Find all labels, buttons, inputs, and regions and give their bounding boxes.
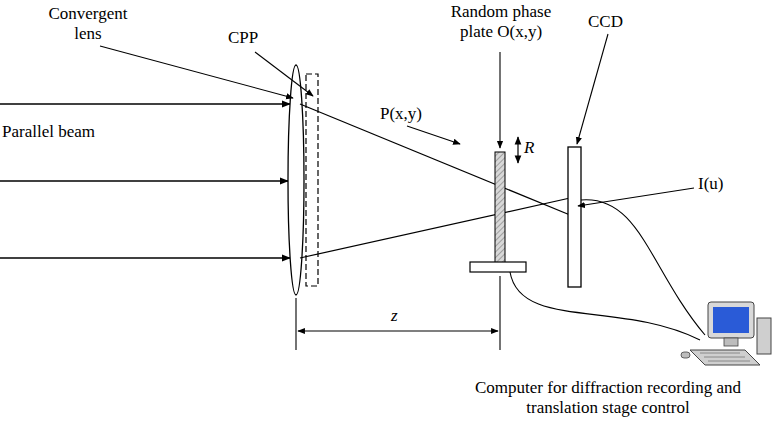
z-dimension xyxy=(296,276,500,350)
part-label: CCD xyxy=(588,12,638,32)
caption-note: Computer for diffraction recording and t… xyxy=(448,378,768,417)
part-label: Convergent lens xyxy=(42,4,134,43)
leader-lines xyxy=(100,34,694,206)
dimension-label: R xyxy=(524,138,544,158)
beam-label: Parallel beam xyxy=(2,122,122,142)
shift-arrow xyxy=(517,137,518,163)
ccd-sensor xyxy=(568,147,581,287)
translation-stage xyxy=(470,262,526,272)
converging-rays xyxy=(300,104,570,258)
beam-arrows xyxy=(0,104,290,258)
cables xyxy=(510,200,705,340)
field-label: P(x,y) xyxy=(380,104,450,124)
convergent-lens xyxy=(288,65,304,295)
computer-icon xyxy=(681,302,771,365)
random-phase-plate xyxy=(495,152,505,264)
part-label: CPP xyxy=(228,28,278,48)
dimension-label: z xyxy=(391,306,411,326)
field-label: I(u) xyxy=(698,174,748,194)
part-label: Random phase plate O(x,y) xyxy=(445,2,557,41)
